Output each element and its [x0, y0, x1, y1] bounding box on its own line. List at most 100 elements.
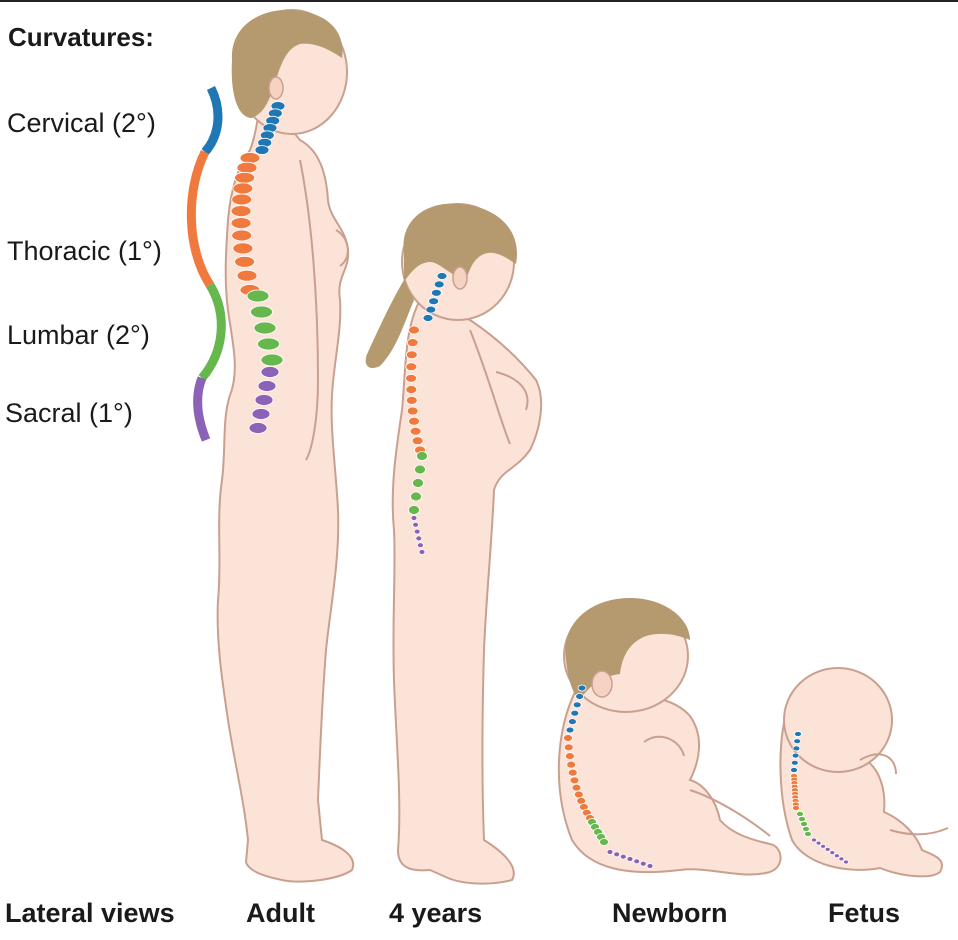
- child-lumbar-vertebra: [410, 491, 422, 502]
- caption-newborn: Newborn: [612, 898, 728, 928]
- sacral-label: Sacral (1°): [5, 398, 133, 428]
- fetus-sacral-vertebra: [824, 847, 831, 852]
- newborn-thoracic-vertebra: [567, 768, 578, 777]
- adult-sacral-vertebra: [251, 408, 271, 420]
- child-ear: [452, 266, 468, 290]
- adult-thoracic-vertebra: [230, 217, 252, 230]
- child-thoracic-vertebra: [408, 416, 420, 426]
- child-body: [391, 298, 543, 885]
- lumbar-curve-bar: [198, 282, 226, 381]
- adult-figure: [216, 9, 355, 883]
- adult-thoracic-vertebra: [232, 242, 254, 255]
- child-cervical-vertebra: [428, 297, 440, 306]
- adult-lumbar-vertebra: [250, 305, 273, 319]
- fetus-cervical-vertebra: [794, 731, 802, 737]
- child-cervical-vertebra: [433, 280, 445, 289]
- newborn-cervical-vertebra: [572, 701, 582, 709]
- fetus-cervical-vertebra: [790, 767, 798, 773]
- newborn-figure: [557, 598, 782, 876]
- fetus-sacral-vertebra: [843, 859, 849, 865]
- newborn-thoracic-vertebra: [563, 734, 573, 742]
- child-lumbar-vertebra: [414, 464, 426, 475]
- adult-lumbar-vertebra: [257, 337, 280, 351]
- child-thoracic-vertebra: [411, 436, 424, 446]
- adult-thoracic-vertebra: [234, 171, 256, 184]
- newborn-sacral-vertebra: [626, 856, 634, 862]
- caption-four-years: 4 years: [389, 898, 483, 928]
- newborn-sacral-vertebra: [646, 863, 654, 869]
- child-thoracic-vertebra: [405, 362, 418, 372]
- newborn-sacral-vertebra: [606, 849, 614, 855]
- caption-lateral-views: Lateral views: [5, 898, 175, 928]
- child-spine: [405, 272, 448, 555]
- fetus-head: [783, 667, 893, 773]
- newborn-cervical-vertebra: [575, 693, 584, 700]
- fetus-limbs: [859, 753, 949, 836]
- adult-thoracic-vertebra: [234, 255, 256, 268]
- adult-hair: [231, 9, 343, 118]
- adult-lumbar-vertebra: [260, 353, 284, 367]
- child-sacral-vertebra: [410, 515, 418, 521]
- sacral-curve-bar: [193, 376, 211, 442]
- fetus-sacral-vertebra: [811, 837, 817, 843]
- adult-breast: [335, 229, 349, 267]
- child-lumbar-vertebra: [408, 505, 420, 515]
- spines-layer: [230, 101, 849, 869]
- adult-cervical-vertebra: [254, 145, 270, 155]
- child-sacral-vertebra: [418, 549, 426, 555]
- child-thoracic-vertebra: [405, 350, 418, 360]
- newborn-cervical-vertebra: [570, 709, 580, 717]
- fetus-sacral-vertebra: [834, 853, 840, 859]
- adult-thoracic-vertebra: [231, 193, 253, 206]
- newborn-ear: [591, 670, 613, 698]
- newborn-cervical-vertebra: [568, 718, 577, 725]
- adult-lumbar-vertebra: [246, 289, 270, 303]
- newborn-sacral-vertebra: [619, 853, 627, 860]
- child-hair: [403, 203, 517, 282]
- child-sacral-vertebra: [413, 528, 421, 535]
- newborn-thoracic-vertebra: [563, 743, 574, 752]
- adult-sacral-vertebra: [257, 380, 277, 392]
- adult-ear: [268, 76, 284, 100]
- child-thoracic-vertebra: [405, 395, 418, 405]
- child-ponytail: [365, 280, 414, 369]
- curvatures-heading: Curvatures:: [8, 22, 154, 52]
- adult-thoracic-vertebra: [230, 205, 252, 218]
- child-thoracic-vertebra: [406, 406, 419, 416]
- fetus-sacral-vertebra: [815, 840, 822, 846]
- fetus-sacral-vertebra: [838, 856, 845, 862]
- adult-thoracic-vertebra: [236, 269, 258, 282]
- caption-adult: Adult: [246, 898, 315, 928]
- thoracic-curve-bar: [186, 149, 214, 288]
- thoracic-label: Thoracic (1°): [7, 236, 162, 266]
- child-cervical-vertebra: [430, 288, 442, 297]
- child-thoracic-vertebra: [405, 373, 418, 383]
- child-lumbar-vertebra: [416, 451, 428, 461]
- top-border-line: [0, 0, 958, 2]
- adult-lumbar-vertebra: [253, 321, 277, 335]
- fetus-figure: [779, 667, 949, 878]
- newborn-lumbar-vertebra: [599, 838, 609, 846]
- newborn-cervical-vertebra: [565, 726, 575, 734]
- adult-thoracic-vertebra: [236, 161, 258, 174]
- fetus-cervical-vertebra: [793, 738, 802, 745]
- adult-sacral-vertebra: [260, 366, 280, 378]
- fetus-thoracic-vertebra: [792, 805, 800, 811]
- child-thoracic-vertebra: [409, 426, 422, 436]
- fetus-cervical-vertebra: [792, 745, 801, 752]
- newborn-thoracic-vertebra: [569, 776, 580, 785]
- newborn-sacral-vertebra: [639, 860, 647, 867]
- child-cervical-vertebra: [422, 314, 434, 322]
- child-thoracic-vertebra: [405, 385, 418, 394]
- adult-spine: [230, 101, 286, 434]
- child-sacral-vertebra: [416, 542, 424, 549]
- child-sacral-vertebra: [412, 521, 420, 528]
- fetus-lumbar-vertebra: [802, 826, 810, 832]
- adult-sacral-vertebra: [254, 394, 274, 406]
- adult-thoracic-vertebra: [232, 182, 254, 195]
- newborn-thoracic-vertebra: [573, 790, 584, 799]
- child-sacral-vertebra: [415, 535, 423, 542]
- child-lumbar-vertebra: [412, 478, 424, 488]
- caption-fetus: Fetus: [828, 898, 901, 928]
